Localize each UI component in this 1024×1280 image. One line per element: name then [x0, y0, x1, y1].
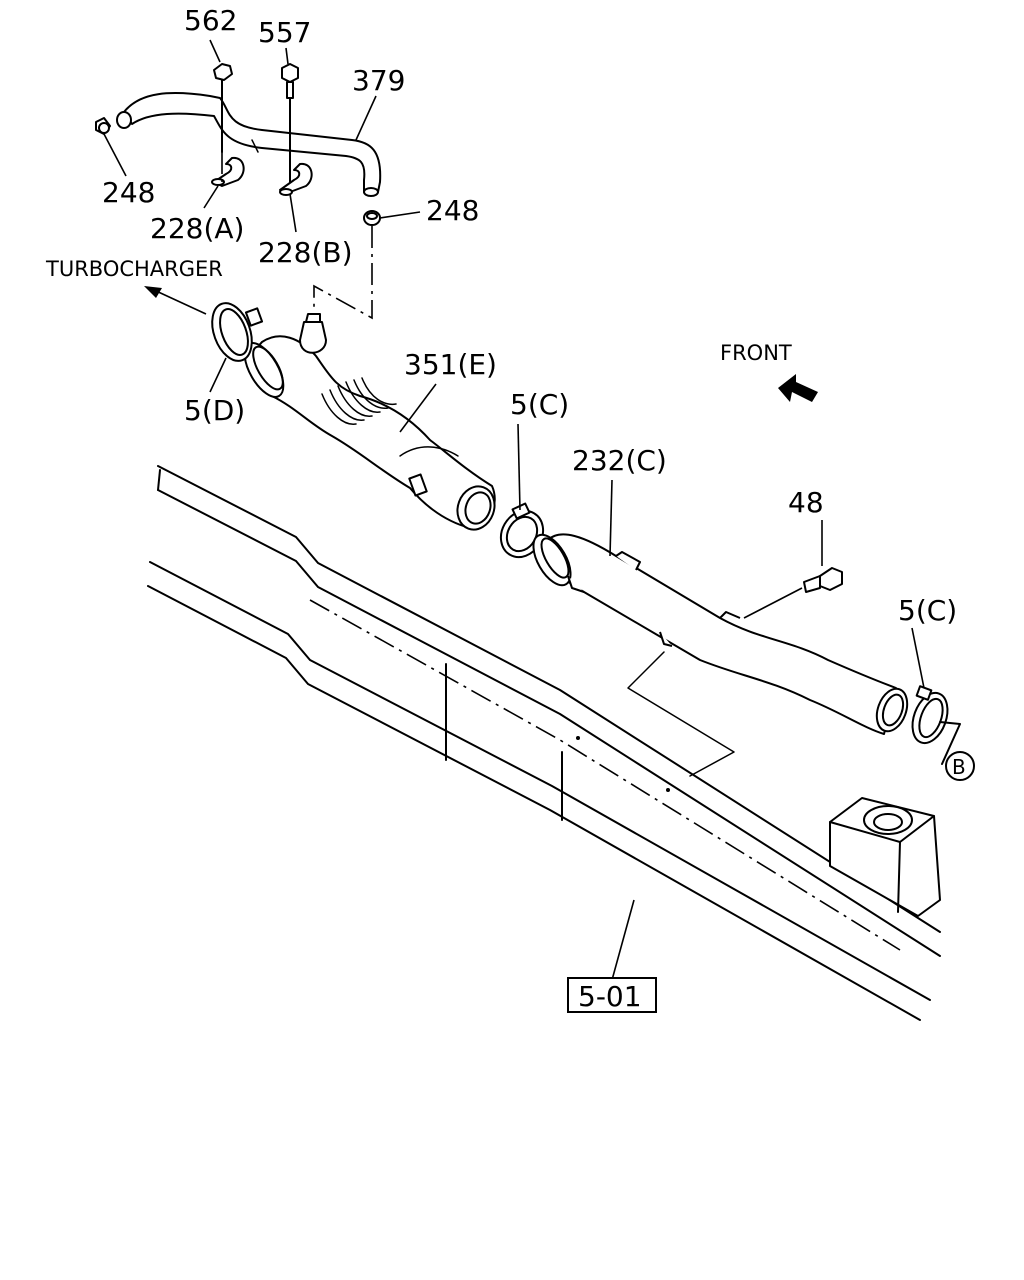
label-front: FRONT: [720, 341, 792, 365]
clamp-5d: [211, 302, 264, 362]
label-248-left: 248: [102, 176, 155, 209]
label-228b: 228(B): [258, 236, 353, 269]
clip-248-right: [363, 210, 381, 226]
label-351e: 351(E): [404, 348, 497, 381]
bracket-228a: [211, 156, 245, 187]
clip-248-left: [95, 117, 111, 135]
bolt-557: [281, 63, 299, 191]
nut-562: [213, 63, 233, 153]
label-ref-b: B: [952, 755, 966, 779]
label-5d: 5(D): [184, 394, 245, 427]
duct-351e: [243, 313, 496, 531]
turbocharger-arrow: [144, 286, 207, 315]
connection-lines: [221, 152, 373, 320]
pipe-232c: [532, 533, 909, 777]
ref-b-marker: B: [945, 751, 975, 781]
hose-379: [116, 92, 382, 197]
leader-lines: [103, 39, 925, 981]
tank-block: [829, 797, 941, 917]
bolt-48: [803, 567, 843, 593]
bracket-228b: [279, 162, 313, 196]
label-turbocharger: TURBOCHARGER: [45, 257, 223, 281]
ref-501-box: 5-01: [567, 977, 657, 1013]
label-48: 48: [788, 486, 824, 519]
label-248-right: 248: [426, 194, 479, 227]
label-228a: 228(A): [150, 212, 244, 245]
front-arrow: [778, 374, 818, 402]
label-5c-upper: 5(C): [510, 388, 569, 421]
label-557: 557: [258, 16, 311, 49]
label-232c: 232(C): [572, 444, 667, 477]
label-ref-501: 5-01: [578, 980, 642, 1013]
label-379: 379: [352, 64, 405, 97]
clamp-5c-right: [911, 685, 961, 765]
label-5c-right: 5(C): [898, 594, 957, 627]
chassis-frame: [147, 465, 941, 1021]
label-562: 562: [184, 4, 237, 37]
